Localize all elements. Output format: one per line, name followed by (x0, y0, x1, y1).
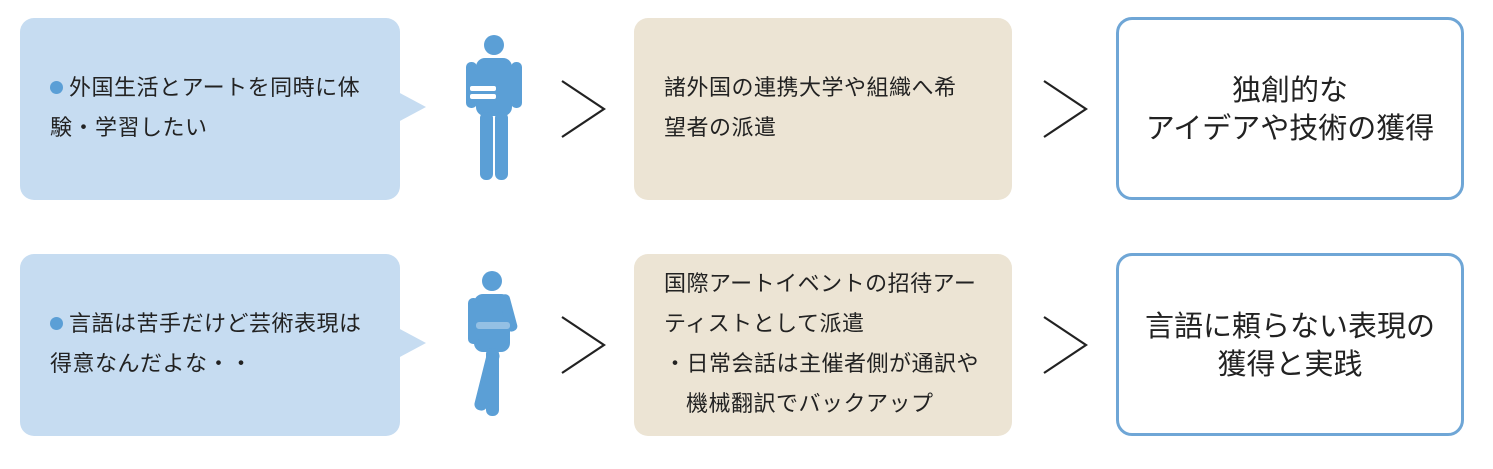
need-text-2: 言語は苦手だけど芸術表現は得意なんだよな・・ (50, 312, 362, 377)
need-text-1: 外国生活とアートを同時に体験・学習したい (50, 76, 361, 141)
result-box-2: 言語に頼らない表現の 獲得と実践 (1116, 253, 1464, 436)
need-bubble-1: 外国生活とアートを同時に体験・学習したい (20, 18, 400, 200)
support-box-2: 国際アートイベントの招待アー ティストとして派遣 ・日常会話は主催者側が通訳や … (634, 254, 1012, 436)
result-line: 言語に頼らない表現の (1144, 308, 1435, 343)
person-holding-book-icon (466, 35, 522, 180)
support-box-1: 諸外国の連携大学や組織へ希 望者の派遣 (634, 18, 1012, 200)
support-line: 望者の派遣 (664, 116, 777, 141)
support-line: 国際アートイベントの招待アー (664, 272, 977, 297)
chevron-right-icon (561, 316, 606, 374)
bullet-dot-icon (50, 317, 63, 330)
need-bubble-2: 言語は苦手だけど芸術表現は得意なんだよな・・ (20, 254, 400, 436)
result-line: 獲得と実践 (1217, 346, 1363, 381)
support-line: ・日常会話は主催者側が通訳や (664, 352, 980, 377)
result-box-1: 独創的な アイデアや技術の獲得 (1116, 17, 1464, 200)
flow-row-1: 外国生活とアートを同時に体験・学習したい 諸外国の連携大学や組織へ希 望者の派遣… (0, 0, 1493, 200)
result-line: アイデアや技術の獲得 (1145, 110, 1435, 145)
chevron-right-icon (1043, 80, 1088, 138)
chevron-right-icon (1043, 316, 1088, 374)
bubble-tail-1 (398, 92, 426, 122)
support-line: 機械翻訳でバックアップ (686, 392, 934, 417)
support-line: ティストとして派遣 (664, 312, 865, 337)
result-line: 独創的な (1231, 72, 1348, 107)
flow-row-2: 言語は苦手だけど芸術表現は得意なんだよな・・ 国際アートイベントの招待アー ティ… (0, 236, 1493, 436)
chevron-right-icon (561, 80, 606, 138)
person-thinking-icon (468, 271, 518, 416)
support-line: 諸外国の連携大学や組織へ希 (664, 76, 957, 101)
bullet-dot-icon (50, 81, 63, 94)
bubble-tail-2 (398, 328, 426, 358)
